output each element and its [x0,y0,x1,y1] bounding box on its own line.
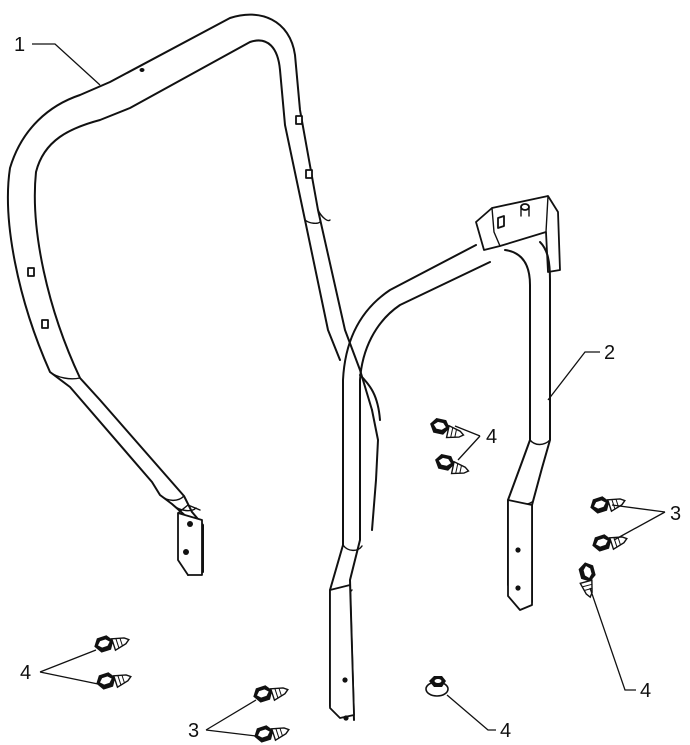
hex-bolt-icon [574,559,602,600]
callout-frame-lower: 2 [604,342,615,364]
callout-bolts-bottom: 3 [188,720,199,742]
callout-bolts-left: 4 [20,662,31,684]
hex-bolt-icon [250,678,291,707]
hex-bolt-icon [587,489,628,518]
callout-bolt-right-single: 4 [640,680,651,702]
hex-bolt-icon [432,452,472,478]
hex-bolt-icon [251,718,292,745]
leader-lines [32,43,666,737]
callout-bolts-right: 3 [670,503,681,525]
upper-frame-part-1 [7,13,373,576]
hex-bolt-icon [91,628,132,657]
callout-bolt-center: 4 [486,426,497,448]
hex-bolt-icon [427,416,467,442]
lower-frame-part-2 [329,195,561,721]
callout-nut-bottom: 4 [500,720,511,742]
hex-bolt-icon [93,665,134,694]
hex-bolt-icon [589,527,630,556]
flange-nut-icon [425,675,449,697]
callout-frame-upper: 1 [14,34,25,56]
